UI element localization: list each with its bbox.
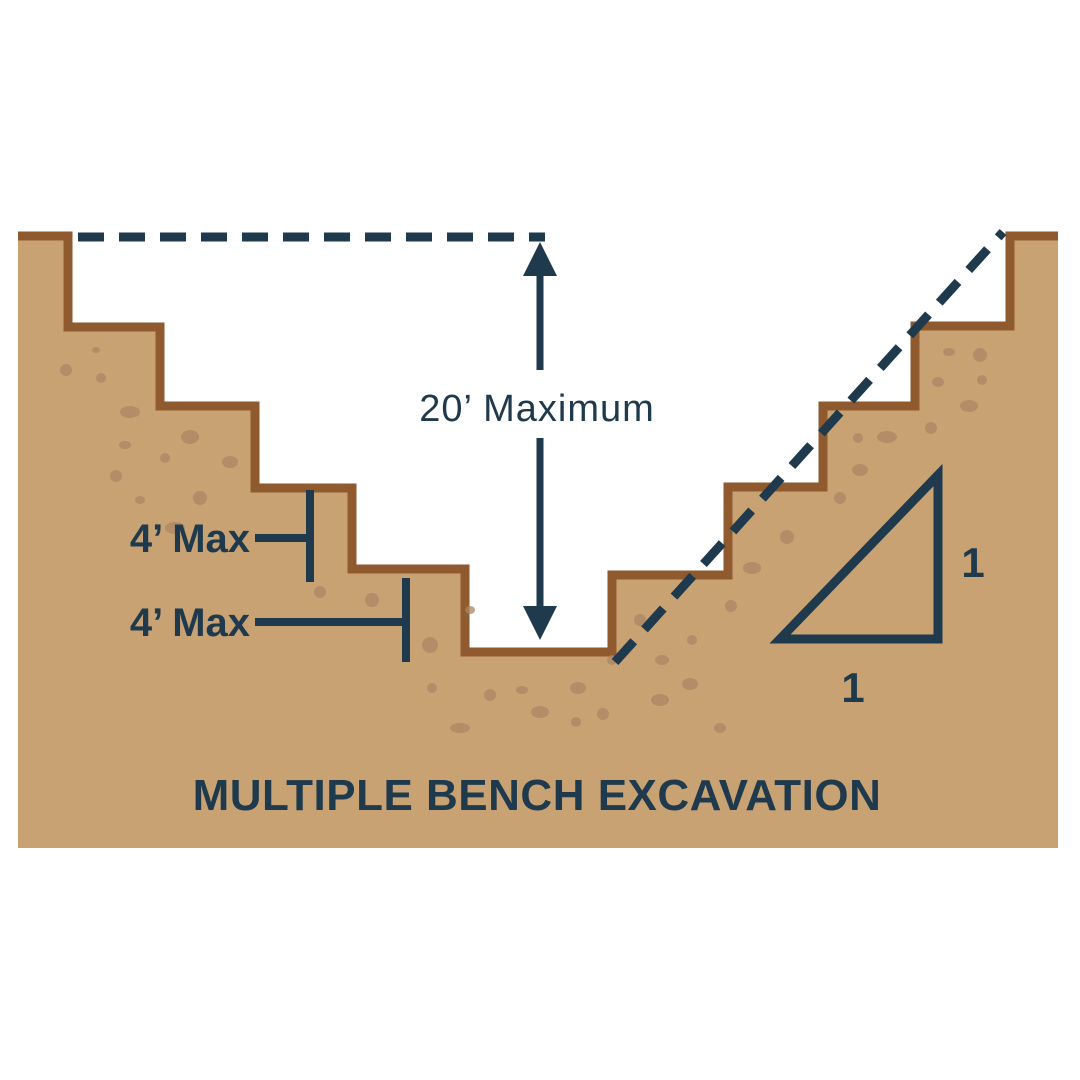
- soil-pebble: [571, 717, 581, 727]
- soil-pebble: [314, 586, 326, 598]
- soil-pebble: [531, 706, 549, 718]
- soil-pebble: [877, 431, 897, 443]
- soil-pebble: [597, 708, 609, 720]
- soil-pebble: [780, 530, 794, 544]
- soil-pebble: [422, 637, 438, 653]
- soil-pebble: [655, 655, 669, 665]
- soil-pebble: [484, 689, 496, 701]
- soil-pebbles: [60, 347, 987, 733]
- slope-dashed-line: [611, 228, 1007, 666]
- soil-pebble: [222, 456, 238, 468]
- soil-pebble: [119, 441, 131, 449]
- soil-pebble: [450, 723, 470, 733]
- slope-ratio-triangle: [769, 463, 943, 644]
- soil-pebble: [165, 522, 185, 534]
- soil-pebble: [465, 606, 475, 614]
- bench-upper-dimension: [255, 490, 314, 582]
- soil-pebble: [120, 406, 140, 418]
- soil-pebble: [852, 464, 868, 476]
- soil-pebble: [687, 635, 697, 645]
- soil-pebble: [516, 686, 528, 694]
- soil-body: [18, 234, 1058, 848]
- soil-pebble: [714, 723, 726, 733]
- soil-pebble: [135, 496, 145, 504]
- soil-pebble: [651, 694, 669, 706]
- soil-pebble: [160, 453, 170, 463]
- height-dimension-arrow: [523, 242, 557, 640]
- soil-pebble: [60, 364, 72, 376]
- slope-run-label: 1: [841, 664, 864, 711]
- diagram-caption: MULTIPLE BENCH EXCAVATION: [193, 771, 882, 820]
- soil-pebble: [973, 348, 987, 362]
- height-limit-label: 20’ Maximum: [419, 388, 655, 430]
- soil-pebble: [977, 375, 987, 385]
- trench-edge-line: [18, 231, 1058, 657]
- soil-pebble: [570, 682, 586, 694]
- soil-pebble: [932, 377, 944, 387]
- soil-pebble: [181, 430, 199, 444]
- bench-lower-label: 4’ Max: [130, 601, 250, 645]
- bench-lower-dimension: [255, 578, 410, 662]
- soil-pebble: [853, 433, 863, 443]
- soil-pebble: [634, 614, 646, 626]
- soil-pebble: [92, 347, 100, 353]
- soil-pebble: [960, 400, 978, 412]
- soil-pebble: [110, 470, 122, 482]
- soil-pebble: [925, 422, 937, 434]
- soil-pebble: [743, 562, 761, 574]
- soil-pebble: [96, 373, 106, 383]
- soil-pebble: [427, 683, 437, 693]
- soil-pebble: [365, 593, 379, 607]
- soil-pebble: [834, 492, 846, 504]
- bench-upper-label: 4’ Max: [130, 517, 250, 561]
- soil-pebble: [725, 600, 737, 612]
- slope-rise-label: 1: [961, 539, 984, 586]
- soil-pebble: [193, 491, 207, 505]
- soil-pebble: [682, 678, 698, 690]
- soil-pebble: [943, 348, 955, 356]
